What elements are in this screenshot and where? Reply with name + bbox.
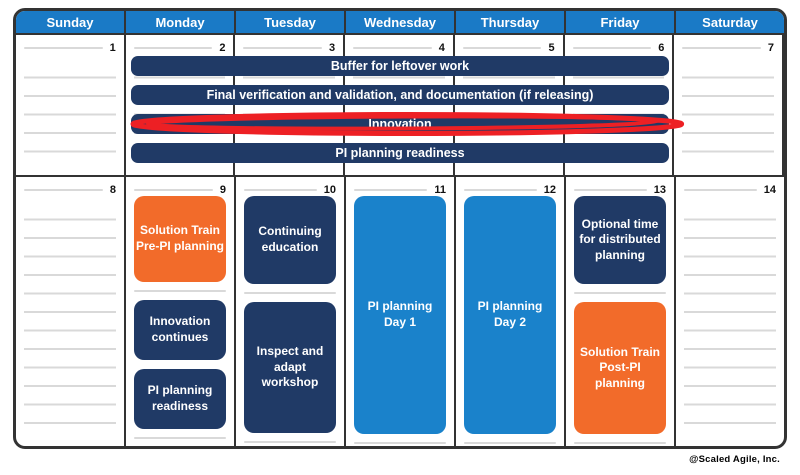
date-number: 7 bbox=[767, 41, 775, 54]
ruled-lines bbox=[682, 60, 775, 169]
cell-w1-saturday: 7 bbox=[674, 35, 784, 175]
bar-buffer-for-leftover-work: Buffer for leftover work bbox=[130, 56, 670, 76]
day-header-thursday: Thursday bbox=[456, 11, 566, 33]
bar-final-verification: Final verification and validation, and d… bbox=[130, 85, 670, 105]
ruled-line bbox=[354, 189, 428, 191]
cell-w2-wednesday: 11 PI planning Day 1 bbox=[346, 177, 456, 446]
event-solution-train-post-pi-planning: Solution Train Post-PI planning bbox=[574, 302, 666, 434]
cell-w2-sunday: 8 bbox=[16, 177, 126, 446]
event-continuing-education: Continuing education bbox=[244, 196, 336, 284]
date-number: 2 bbox=[219, 41, 226, 54]
ruled-line bbox=[682, 47, 761, 49]
ruled-line bbox=[574, 284, 666, 302]
day-header-sunday: Sunday bbox=[16, 11, 126, 33]
attribution-text: @Scaled Agile, Inc. bbox=[689, 454, 780, 465]
day-header-tuesday: Tuesday bbox=[236, 11, 346, 33]
cell-w2-friday: 13 Optional time for distributed plannin… bbox=[566, 177, 676, 446]
ruled-line bbox=[684, 189, 757, 191]
ruled-line bbox=[134, 189, 213, 191]
ruled-line bbox=[133, 47, 213, 49]
ruled-lines bbox=[684, 202, 776, 440]
ruled-line bbox=[134, 429, 226, 446]
date-number: 8 bbox=[109, 183, 116, 196]
ruled-line bbox=[574, 434, 666, 446]
ruled-line bbox=[353, 47, 432, 49]
day-header-saturday: Saturday bbox=[676, 11, 784, 33]
ruled-line bbox=[244, 189, 317, 191]
day-header-monday: Monday bbox=[126, 11, 236, 33]
ruled-line bbox=[24, 189, 103, 191]
date-number: 1 bbox=[109, 41, 116, 54]
ruled-line bbox=[574, 189, 647, 191]
ruled-lines bbox=[24, 202, 116, 440]
date-number: 10 bbox=[323, 183, 336, 196]
week2-row: 8 9 Solution Train Pre-PI planning Innov… bbox=[16, 177, 784, 446]
bar-pi-planning-readiness: PI planning readiness bbox=[130, 143, 670, 163]
ruled-line bbox=[462, 47, 542, 49]
day-header-friday: Friday bbox=[566, 11, 676, 33]
date-number: 14 bbox=[763, 183, 776, 196]
ruled-line bbox=[243, 47, 323, 49]
ruled-line bbox=[244, 284, 336, 302]
day-header-row: Sunday Monday Tuesday Wednesday Thursday… bbox=[16, 11, 784, 35]
event-solution-train-pre-pi-planning: Solution Train Pre-PI planning bbox=[134, 196, 226, 282]
cell-w2-saturday: 14 bbox=[676, 177, 784, 446]
event-pi-planning-day-2: PI planning Day 2 bbox=[464, 196, 556, 434]
ruled-line bbox=[572, 47, 652, 49]
date-number: 4 bbox=[438, 41, 445, 54]
day-header-wednesday: Wednesday bbox=[346, 11, 456, 33]
ruled-lines bbox=[24, 60, 116, 169]
calendar: Sunday Monday Tuesday Wednesday Thursday… bbox=[13, 8, 787, 449]
cell-w1-sunday: 1 bbox=[16, 35, 126, 175]
ruled-line bbox=[464, 189, 537, 191]
cell-w2-monday: 9 Solution Train Pre-PI planning Innovat… bbox=[126, 177, 236, 446]
date-number: 9 bbox=[219, 183, 226, 196]
event-inspect-and-adapt-workshop: Inspect and adapt workshop bbox=[244, 302, 336, 433]
date-number: 3 bbox=[329, 41, 336, 54]
date-number: 12 bbox=[543, 183, 556, 196]
date-number: 6 bbox=[658, 41, 665, 54]
week1-row: 1 2 3 4 5 6 7 Buffer for leftover work bbox=[16, 35, 784, 177]
ruled-line bbox=[354, 434, 446, 446]
event-innovation-continues: Innovation continues bbox=[134, 300, 226, 360]
event-pi-planning-day-1: PI planning Day 1 bbox=[354, 196, 446, 434]
ruled-line bbox=[134, 282, 226, 300]
ruled-line bbox=[24, 47, 103, 49]
cell-w2-tuesday: 10 Continuing education Inspect and adap… bbox=[236, 177, 346, 446]
event-optional-time-for-distributed-planning: Optional time for distributed planning bbox=[574, 196, 666, 284]
ruled-line bbox=[244, 433, 336, 446]
bar-innovation: Innovation bbox=[130, 114, 670, 134]
ruled-line bbox=[464, 434, 556, 446]
date-number: 11 bbox=[434, 183, 446, 196]
date-number: 13 bbox=[653, 183, 666, 196]
event-pi-planning-readiness: PI planning readiness bbox=[134, 369, 226, 429]
cell-w2-thursday: 12 PI planning Day 2 bbox=[456, 177, 566, 446]
date-number: 5 bbox=[548, 41, 555, 54]
